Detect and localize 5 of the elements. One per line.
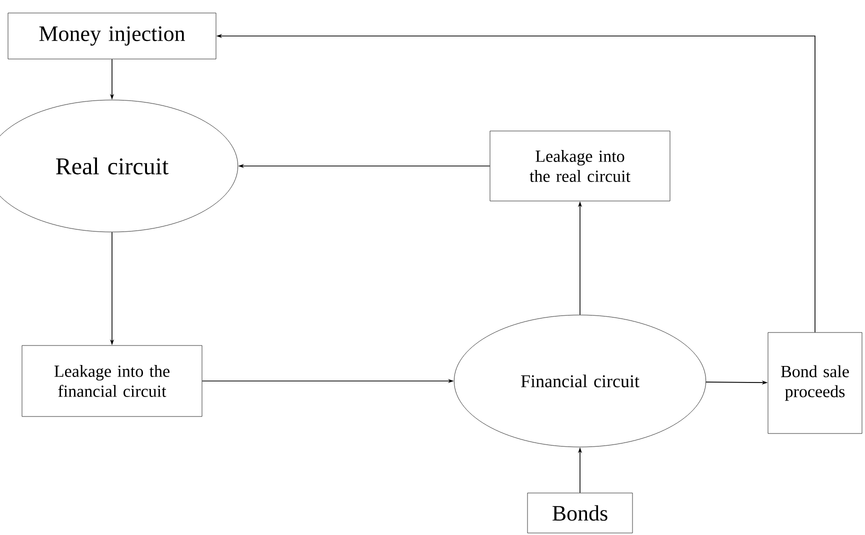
process-box: Leakage into the financial circuit xyxy=(22,345,202,417)
process-box: Leakage into the real circuit xyxy=(490,130,670,202)
process-box: Bond sale proceeds xyxy=(768,332,862,434)
process-box: Money injection xyxy=(8,12,216,60)
process-box: Bonds xyxy=(527,492,633,534)
